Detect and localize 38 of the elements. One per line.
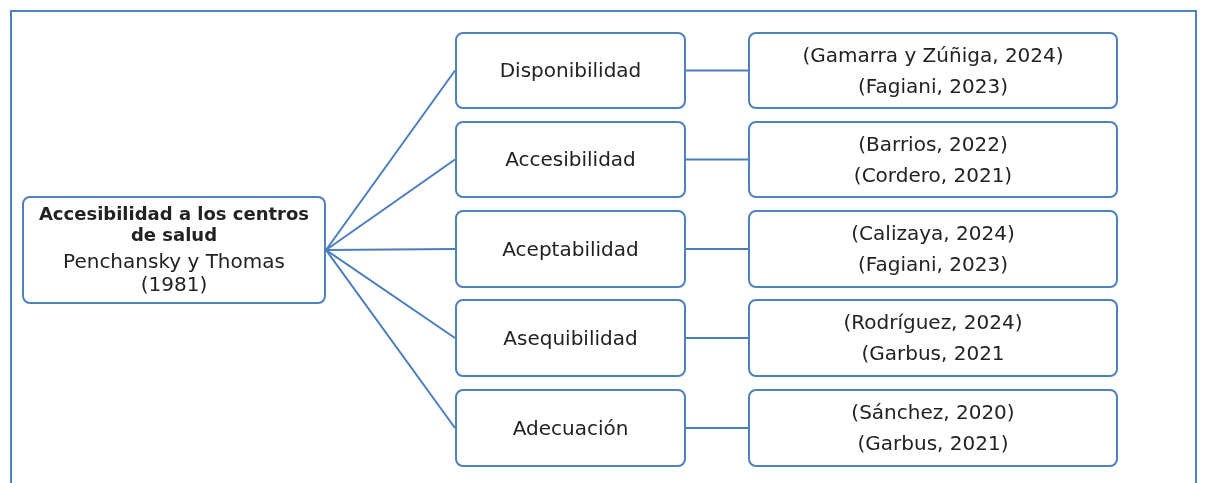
dimension-label: Aceptabilidad xyxy=(502,237,639,261)
citation-text: (Calizaya, 2024) xyxy=(851,222,1015,245)
dimension-box xyxy=(455,210,686,288)
author-citation: Penchansky y Thomas (1981) xyxy=(62,249,286,296)
citation-box xyxy=(748,121,1118,198)
connector-line xyxy=(685,69,749,72)
concept-title: Accesibilidad a los centros de salud xyxy=(37,204,311,246)
citation-text: (Gamarra y Zúñiga, 2024) xyxy=(802,43,1064,67)
dimension-label: Disponibilidad xyxy=(499,59,642,82)
connector-line xyxy=(325,249,456,339)
connector-line xyxy=(325,248,456,251)
citation-text: (Sánchez, 2020) xyxy=(851,401,1015,424)
citation-box xyxy=(748,32,1118,109)
connector-line xyxy=(685,337,749,339)
dimension-box xyxy=(455,299,686,377)
connector-line xyxy=(325,69,456,251)
citation-text: (Garbus, 2021 xyxy=(861,342,1005,365)
citation-text: (Fagiani, 2023) xyxy=(858,74,1008,98)
citation-box xyxy=(748,299,1118,377)
citation-box xyxy=(748,210,1118,288)
dimension-box xyxy=(455,121,686,198)
connector-line xyxy=(685,158,749,161)
citation-text: (Garbus, 2021) xyxy=(857,432,1009,455)
citation-box xyxy=(748,389,1118,467)
dimension-label: Asequibilidad xyxy=(503,326,638,350)
connector-line xyxy=(325,158,456,251)
connector-line xyxy=(685,248,749,250)
dimension-box xyxy=(455,32,686,109)
citation-text: (Fagiani, 2023) xyxy=(858,253,1008,276)
dimension-label: Accesibilidad xyxy=(505,148,636,171)
citation-text: (Rodríguez, 2024) xyxy=(843,311,1023,334)
citation-text: (Cordero, 2021) xyxy=(853,163,1013,187)
dimension-box xyxy=(455,389,686,467)
connector-line xyxy=(685,427,749,429)
main-concept-box xyxy=(22,196,326,304)
dimension-label: Adecuación xyxy=(512,416,629,440)
connector-line xyxy=(325,249,456,429)
citation-text: (Barrios, 2022) xyxy=(858,132,1008,156)
